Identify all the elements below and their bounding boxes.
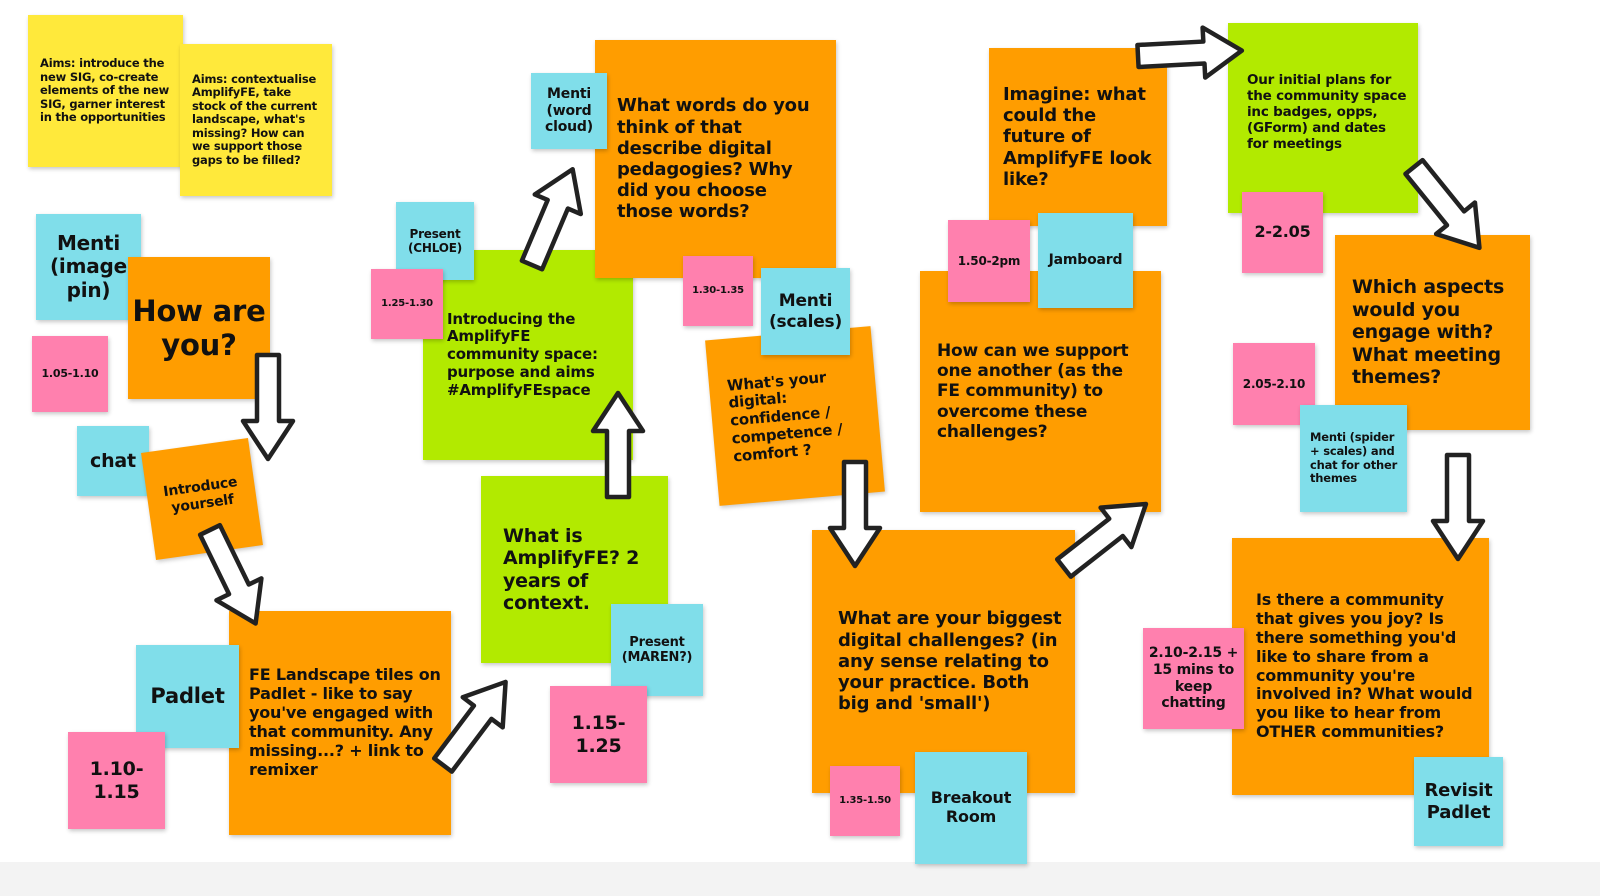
note-text: chat [90,449,136,472]
note-text: What words do you think of that describe… [617,95,810,223]
sticky-note-imagine-future[interactable]: Imagine: what could the future of Amplif… [989,48,1167,226]
note-text: 1.25-1.30 [381,298,433,310]
sticky-note-time-2-10[interactable]: 2.10-2.15 + 15 mins to keep chatting [1143,628,1244,729]
note-text: Imagine: what could the future of Amplif… [1003,83,1152,190]
sticky-note-jamboard[interactable]: Jamboard [1038,213,1133,308]
sticky-note-time-1-25[interactable]: 1.25-1.30 [371,269,443,339]
note-text: 2-2.05 [1254,222,1311,242]
note-text: Aims: introduce the new SIG, co-create e… [40,56,170,125]
note-text: Padlet [150,684,225,709]
note-text: FE Landscape tiles on Padlet - like to s… [249,665,441,779]
note-text: 2.10-2.15 + 15 mins to keep chatting [1148,645,1239,712]
note-text: Present (MAREN?) [621,634,693,665]
note-text: Jamboard [1048,252,1123,269]
sticky-note-menti-spider[interactable]: Menti (spider + scales) and chat for oth… [1300,405,1407,512]
note-text: Our initial plans for the community spac… [1247,72,1407,152]
sticky-note-revisit-padlet[interactable]: Revisit Padlet [1414,757,1503,846]
sticky-note-time-2-00[interactable]: 2-2.05 [1242,192,1323,273]
note-text: 1.30-1.35 [692,285,744,297]
note-text: 2.05-2.10 [1242,376,1306,391]
sticky-note-which-aspects[interactable]: Which aspects would you engage with? Wha… [1335,235,1530,430]
sticky-note-padlet[interactable]: Padlet [136,645,239,748]
sticky-note-community-joy[interactable]: Is there a community that gives you joy?… [1232,538,1489,795]
sticky-note-what-words[interactable]: What words do you think of that describe… [595,40,836,278]
note-text: Which aspects would you engage with? Wha… [1352,276,1505,389]
sticky-note-present-maren[interactable]: Present (MAREN?) [611,604,703,696]
note-text: What is AmplifyFE? 2 years of context. [503,524,640,614]
note-text: Menti (scales) [768,291,843,332]
note-text: Aims: contextualise AmplifyFE, take stoc… [192,71,317,167]
note-text: 1.35-1.50 [839,795,891,807]
sticky-note-aims-context[interactable]: Aims: contextualise AmplifyFE, take stoc… [180,44,332,196]
sticky-note-digital-challenges[interactable]: What are your biggest digital challenges… [812,530,1075,793]
sticky-note-menti-word-cloud[interactable]: Menti (word cloud) [531,73,607,149]
note-text: What's your digital: confidence / compet… [726,367,844,466]
sticky-note-introducing-space[interactable]: Introducing the AmplifyFE community spac… [423,250,633,460]
sticky-note-initial-plans[interactable]: Our initial plans for the community spac… [1228,23,1418,213]
sticky-note-time-1-50[interactable]: 1.50-2pm [948,220,1030,302]
sticky-note-aims-sig[interactable]: Aims: introduce the new SIG, co-create e… [28,15,183,167]
sticky-note-menti-scales[interactable]: Menti (scales) [761,268,850,355]
sticky-note-what-is-amplifyfe[interactable]: What is AmplifyFE? 2 years of context. [481,476,668,663]
sticky-note-fe-landscape[interactable]: FE Landscape tiles on Padlet - like to s… [229,611,451,835]
canvas-floor [0,862,1600,896]
note-text: Revisit Padlet [1424,780,1493,823]
note-text: How can we support one another (as the F… [937,341,1129,442]
note-text: Menti (word cloud) [545,86,593,136]
note-text: 1.10-1.15 [89,758,144,803]
sticky-note-time-1-30[interactable]: 1.30-1.35 [683,256,753,326]
sticky-note-how-are-you[interactable]: How are you? [128,257,270,399]
sticky-note-breakout-room[interactable]: Breakout Room [915,752,1027,864]
note-text: How are you? [132,293,266,362]
sticky-note-time-1-15[interactable]: 1.15-1.25 [550,686,647,783]
sticky-note-time-1-05[interactable]: 1.05-1.10 [32,336,108,412]
note-text: Is there a community that gives you joy?… [1256,590,1473,742]
sticky-note-chat[interactable]: chat [77,426,149,496]
note-text: 1.50-2pm [957,253,1021,268]
note-text: Breakout Room [930,788,1012,826]
sticky-note-time-1-35[interactable]: 1.35-1.50 [830,766,900,836]
note-text: What are your biggest digital challenges… [838,608,1062,715]
note-text: Menti (image pin) [49,230,127,302]
note-text: 1.15-1.25 [571,712,626,757]
note-text: 1.05-1.10 [41,366,99,380]
sticky-note-menti-image-pin[interactable]: Menti (image pin) [36,214,141,320]
note-text: Menti (spider + scales) and chat for oth… [1310,430,1398,486]
sticky-note-support-one-another[interactable]: How can we support one another (as the F… [920,271,1161,512]
note-text: Introducing the AmplifyFE community spac… [447,309,598,399]
sticky-note-introduce-yourself[interactable]: Introduce yourself [141,438,263,560]
note-text: Present (CHLOE) [407,226,463,255]
note-text: Introduce yourself [162,474,239,516]
sticky-note-present-chloe[interactable]: Present (CHLOE) [396,202,474,280]
sticky-note-time-1-10[interactable]: 1.10-1.15 [68,732,165,829]
